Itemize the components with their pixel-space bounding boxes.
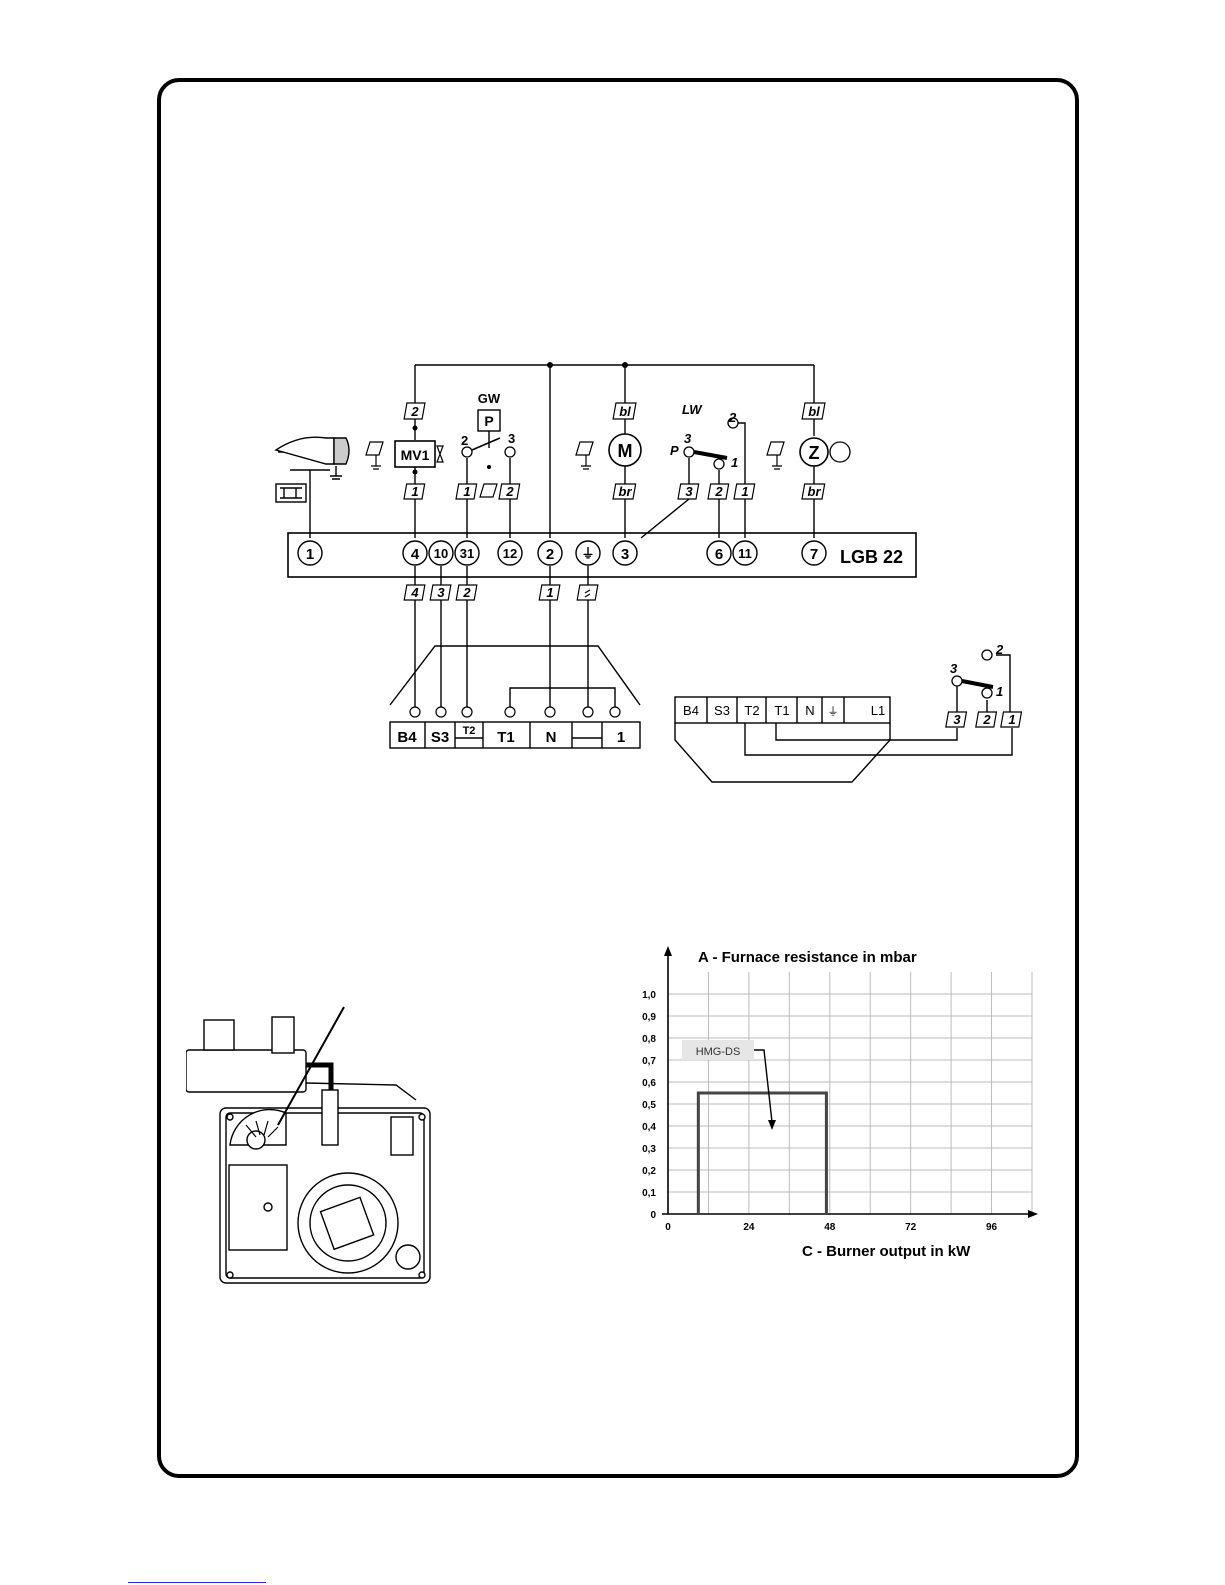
terminal-label: 11 [738,546,752,561]
furnace-resistance-chart: A - Furnace resistance in mbar C - Burne… [622,940,1042,1270]
series-line-hmg-ds [698,1093,826,1214]
terminal-label: 6 [715,546,723,563]
y-tick-label: 1,0 [642,990,656,1001]
series-label: HMG-DS [696,1046,741,1058]
wire-tag: 2 [714,484,723,499]
terminal-label: 10 [434,546,448,561]
gw-p-label: P [484,413,493,429]
motor-label: M [618,441,633,461]
terminal-label: 1 [306,546,314,563]
right-switch-number: 1 [996,684,1003,699]
y-tick-label: 0 [650,1210,656,1221]
wire-tag: 2 [410,404,419,419]
chart-ticks: 0 0,1 0,2 0,3 0,4 0,5 0,6 0,7 0,8 0,9 1,0 0 24 48 72 96 [642,990,997,1233]
plug-label: N [805,703,814,718]
plug-label: S3 [431,729,449,746]
footer-link-underline [128,1582,266,1583]
burner-illustration [186,995,456,1295]
lw-switch-number: 2 [728,410,737,425]
ignition-label: Z [809,443,820,463]
annotation-arrowhead [768,1120,776,1130]
wire-tag: 4 [410,585,419,600]
wiring-diagram: 1 4 10 31 12 2 ⏚ 3 6 11 7 LGB 22 2 1 1 2… [0,0,1225,800]
right-switch-number: 3 [950,661,958,676]
plug-label: T2 [744,703,759,718]
plug-label: L1 [871,703,885,718]
wire-tag: 3 [685,484,693,499]
lw-switch-number: 1 [731,455,738,470]
y-tick-label: 0,4 [642,1122,656,1133]
chart-series [698,1093,826,1214]
plug-label: N [546,729,557,746]
y-tick-label: 0,2 [642,1166,656,1177]
plug-label: T2 [463,725,476,737]
plug-label: B4 [397,729,417,746]
x-tick-label: 96 [986,1222,998,1233]
plug-label: T1 [497,729,515,746]
wire-tag: 1 [1008,712,1015,727]
wire-tag: bl [619,404,631,419]
wire-tag: 3 [953,712,961,727]
plug-label: ⏚ [828,705,839,718]
valve-symbol-icon [437,446,443,462]
terminal-label: ⏚ [581,546,594,561]
lw-switch-number: P [670,443,679,458]
wire-tag: 3 [437,585,445,600]
y-tick-label: 0,1 [642,1188,656,1199]
y-tick-label: 0,6 [642,1078,656,1089]
x-tick-label: 48 [824,1222,836,1233]
y-axis-arrow [664,946,672,956]
plug-label: T1 [774,703,789,718]
gw-label: GW [478,391,501,406]
chart-title: A - Furnace resistance in mbar [698,949,917,966]
lw-label: LW [682,402,703,417]
terminal-label: 3 [621,546,629,563]
x-tick-label: 0 [665,1222,671,1233]
x-tick-label: 72 [905,1222,917,1233]
y-tick-label: 0,9 [642,1012,656,1023]
plug-right: B4 S3 T2 T1 N ⏚ L1 [683,703,885,718]
y-tick-label: 0,7 [642,1056,656,1067]
gw-switch-number: 2 [461,433,468,448]
wire-tag: 2 [505,484,514,499]
terminal-label: 12 [503,546,517,561]
terminal-label: 4 [411,546,420,563]
wire-tag: br [619,484,633,499]
wire-tag: 2 [982,712,991,727]
right-switch-number: 2 [995,642,1004,657]
lw-switch-number: 3 [684,431,692,446]
wire-tag: 1 [546,585,553,600]
x-axis-arrow [1028,1210,1038,1218]
terminal-label: 31 [460,546,474,561]
wire-tag: 1 [741,484,748,499]
gw-switch-number: 3 [508,431,515,446]
controller-name: LGB 22 [840,547,903,567]
plug-label: B4 [683,703,699,718]
x-tick-label: 24 [743,1222,755,1233]
wire-tag: 2 [462,585,471,600]
y-tick-label: 0,3 [642,1144,656,1155]
y-tick-label: 0,8 [642,1034,656,1045]
mv1-label: MV1 [401,447,430,463]
terminal-label: 7 [810,546,818,563]
plug-label: 1 [617,729,625,746]
plug-label: S3 [714,703,730,718]
annotation-arrow [754,1050,772,1122]
chart-xlabel: C - Burner output in kW [802,1243,971,1260]
plug-left: B4 S3 T2 T1 N 1 [397,725,625,746]
wire-tag: 1 [463,484,470,499]
wire-tag: 1 [411,484,418,499]
terminal-label: 2 [546,546,554,563]
wire-tag: br [808,484,822,499]
wire-tag: bl [808,404,820,419]
y-tick-label: 0,5 [642,1100,656,1111]
